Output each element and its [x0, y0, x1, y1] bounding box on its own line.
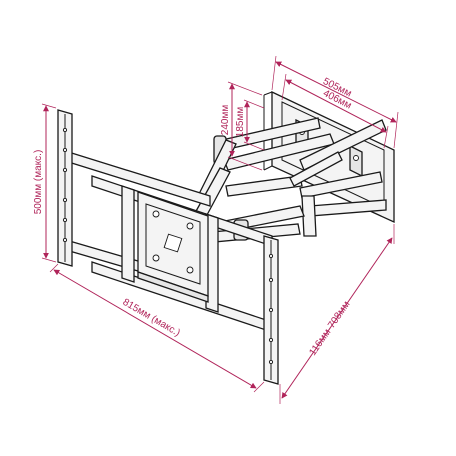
- dim-815-label: 815мм (макс.): [121, 297, 182, 339]
- dim-240: 240мм: [220, 81, 263, 171]
- dim-240-label: 240мм: [220, 105, 231, 136]
- dim-185-label: 185мм: [235, 107, 246, 138]
- dim-depth-label: 116мм-708мм: [307, 299, 352, 358]
- dim-500: 500мм (макс.): [33, 103, 57, 263]
- dim-depth: 116мм-708мм: [279, 224, 395, 404]
- dim-500-label: 500мм (макс.): [33, 150, 44, 215]
- dim-185: 185мм: [235, 99, 265, 151]
